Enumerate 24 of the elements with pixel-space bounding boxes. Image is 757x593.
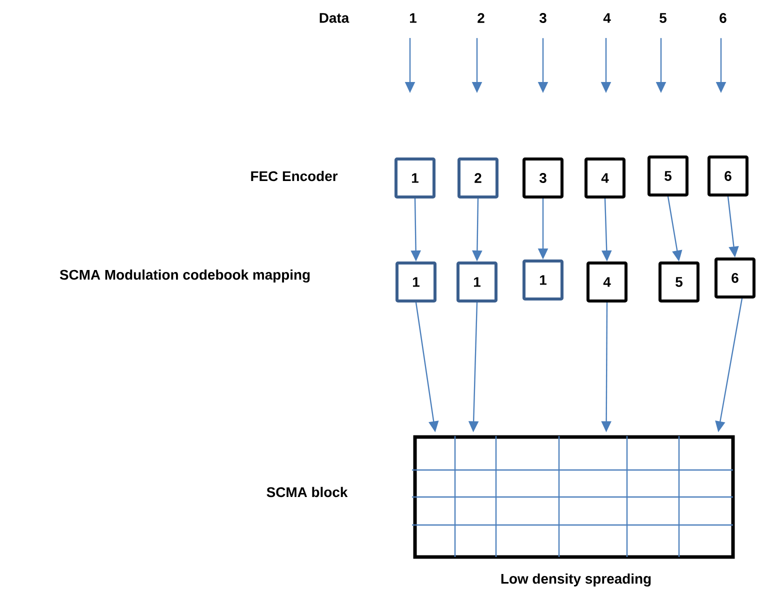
number-box: 5 [648,156,688,196]
number-box: 3 [522,158,564,198]
row-label: SCMA block [266,486,348,498]
data-number: 4 [603,13,611,23]
number-box: 5 [658,262,700,302]
data-number: 5 [660,13,666,23]
number-box: 4 [584,158,626,198]
data-number: 3 [539,13,546,23]
data-number: 6 [720,13,726,23]
grid-block [412,435,735,559]
number-box: 1 [456,262,498,302]
block-caption: Low density spreading [501,573,651,587]
number-box: 1 [394,158,436,198]
row-label: SCMA Modulation codebook mapping [60,269,310,283]
number-box: 6 [708,156,748,196]
number-box: 1 [522,260,564,300]
number-box: 2 [458,158,498,198]
data-number: 2 [478,13,484,23]
number-box: 4 [586,262,628,302]
data-number: 1 [410,13,416,23]
row-label: Data [320,13,350,23]
number-box: 6 [714,258,756,298]
row-label: FEC Encoder [251,170,338,182]
number-box: 1 [396,262,436,302]
